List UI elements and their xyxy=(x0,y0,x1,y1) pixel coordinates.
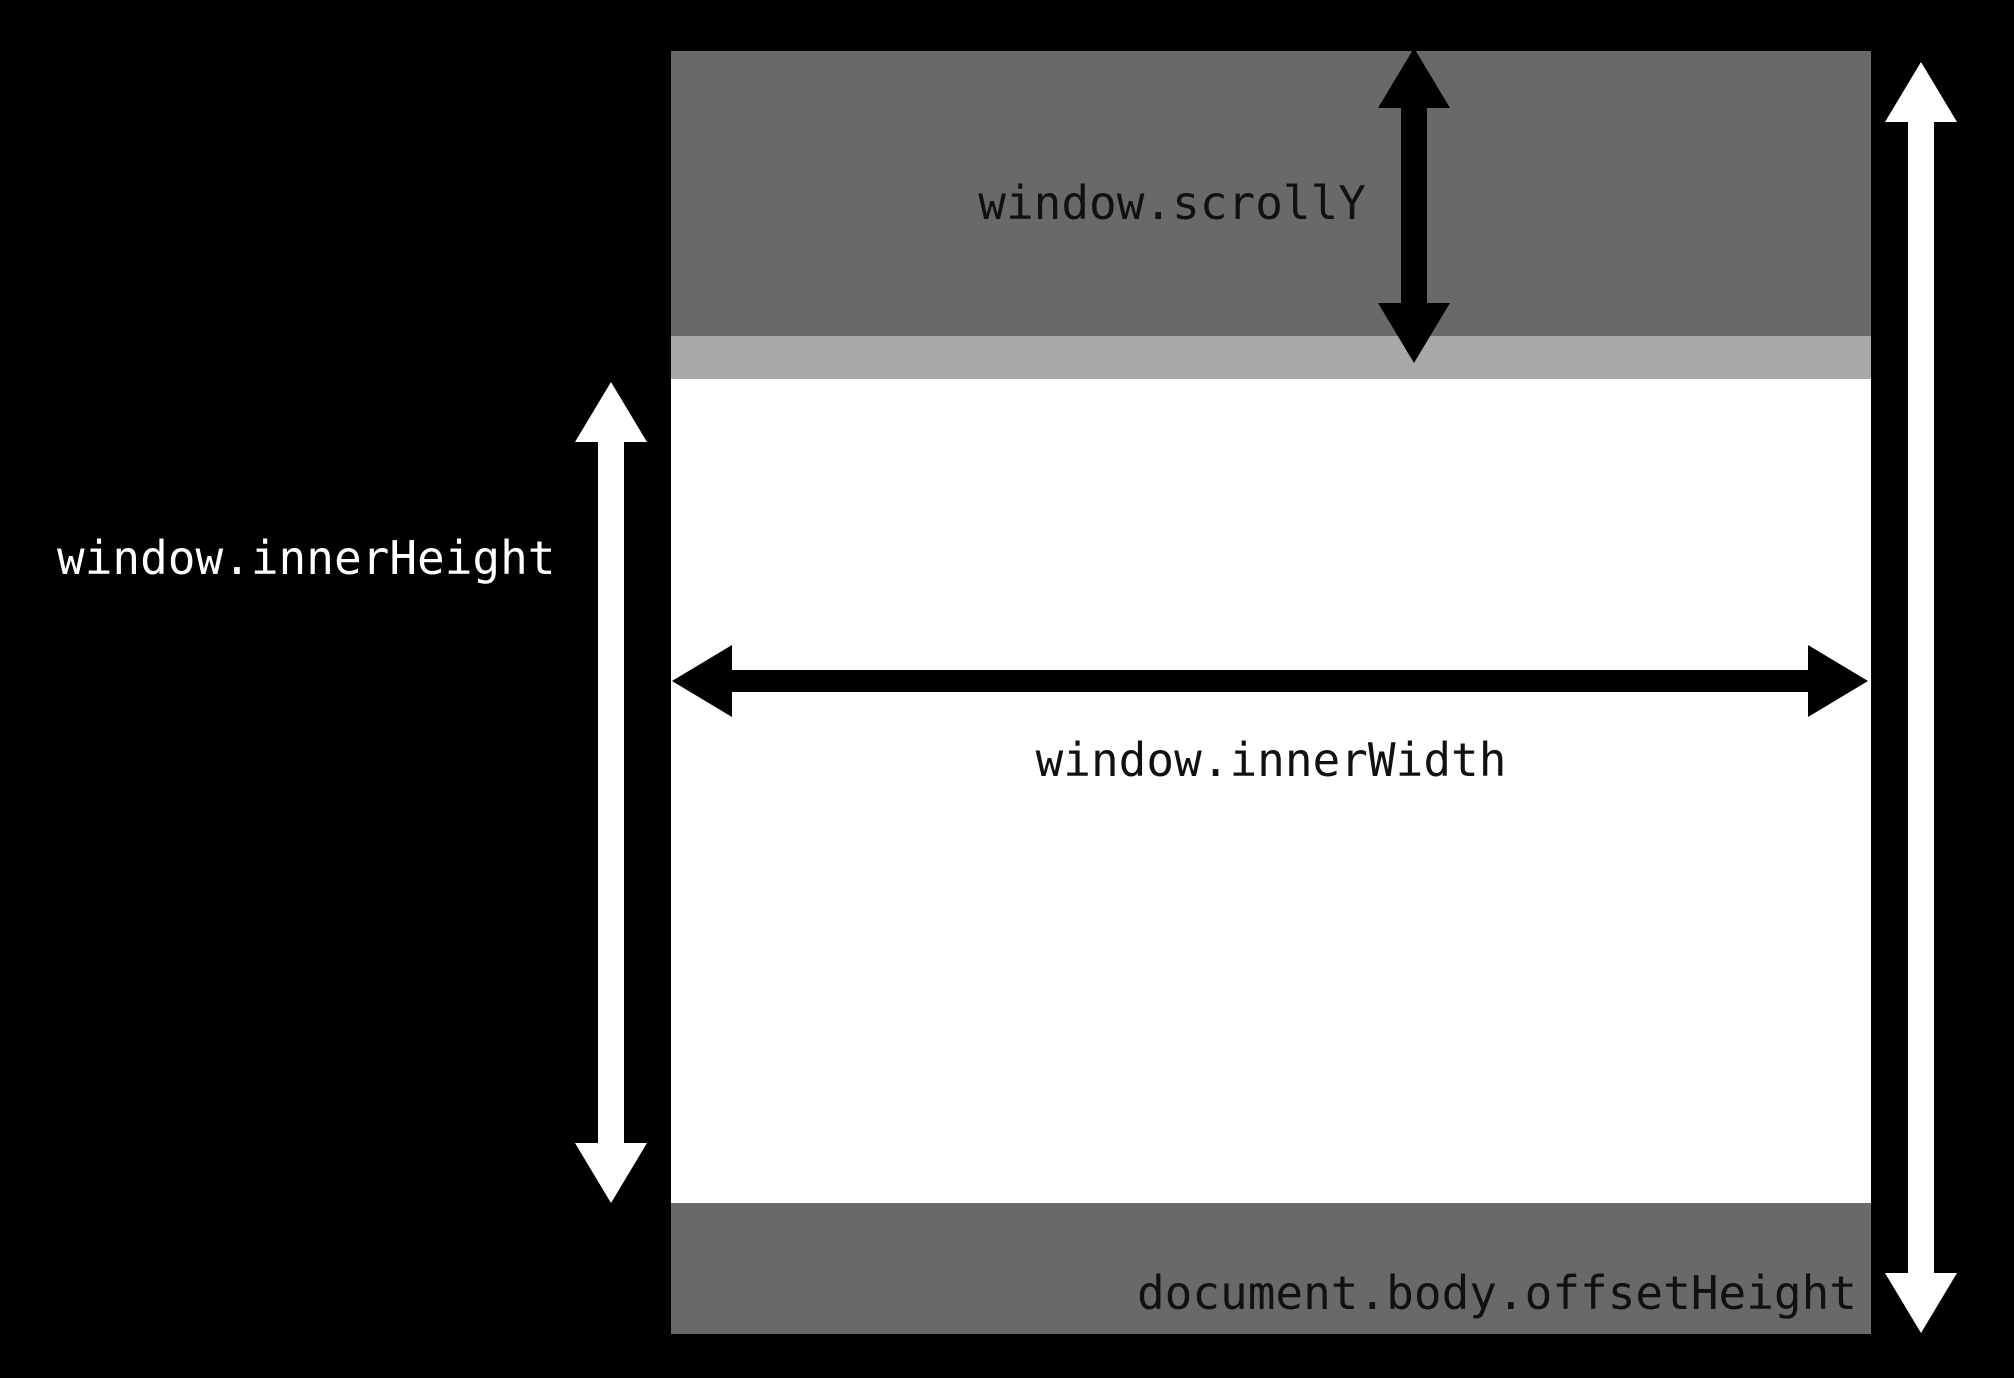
scroll-y-label: window.scrollY xyxy=(978,176,1366,230)
scroll-y-arrow-icon xyxy=(1378,48,1450,363)
inner-height-label: window.innerHeight xyxy=(57,531,556,585)
partially-scrolled-strip xyxy=(671,336,1871,379)
scrolled-out-region xyxy=(671,51,1871,336)
offset-height-arrow-icon xyxy=(1885,62,1957,1333)
inner-width-arrow-shape xyxy=(672,645,1868,717)
offset-height-label: document.body.offsetHeight xyxy=(1136,1266,1857,1320)
inner-width-label: window.innerWidth xyxy=(1035,733,1507,787)
inner-height-arrow-shape xyxy=(575,382,647,1203)
document-rectangle xyxy=(671,51,1871,1334)
offset-height-arrow-shape xyxy=(1885,62,1957,1333)
inner-height-arrow-icon xyxy=(575,382,647,1203)
inner-width-arrow-icon xyxy=(672,645,1868,717)
viewport-region xyxy=(671,379,1871,1203)
scroll-y-arrow-shape xyxy=(1378,48,1450,363)
below-viewport-region xyxy=(671,1203,1871,1334)
